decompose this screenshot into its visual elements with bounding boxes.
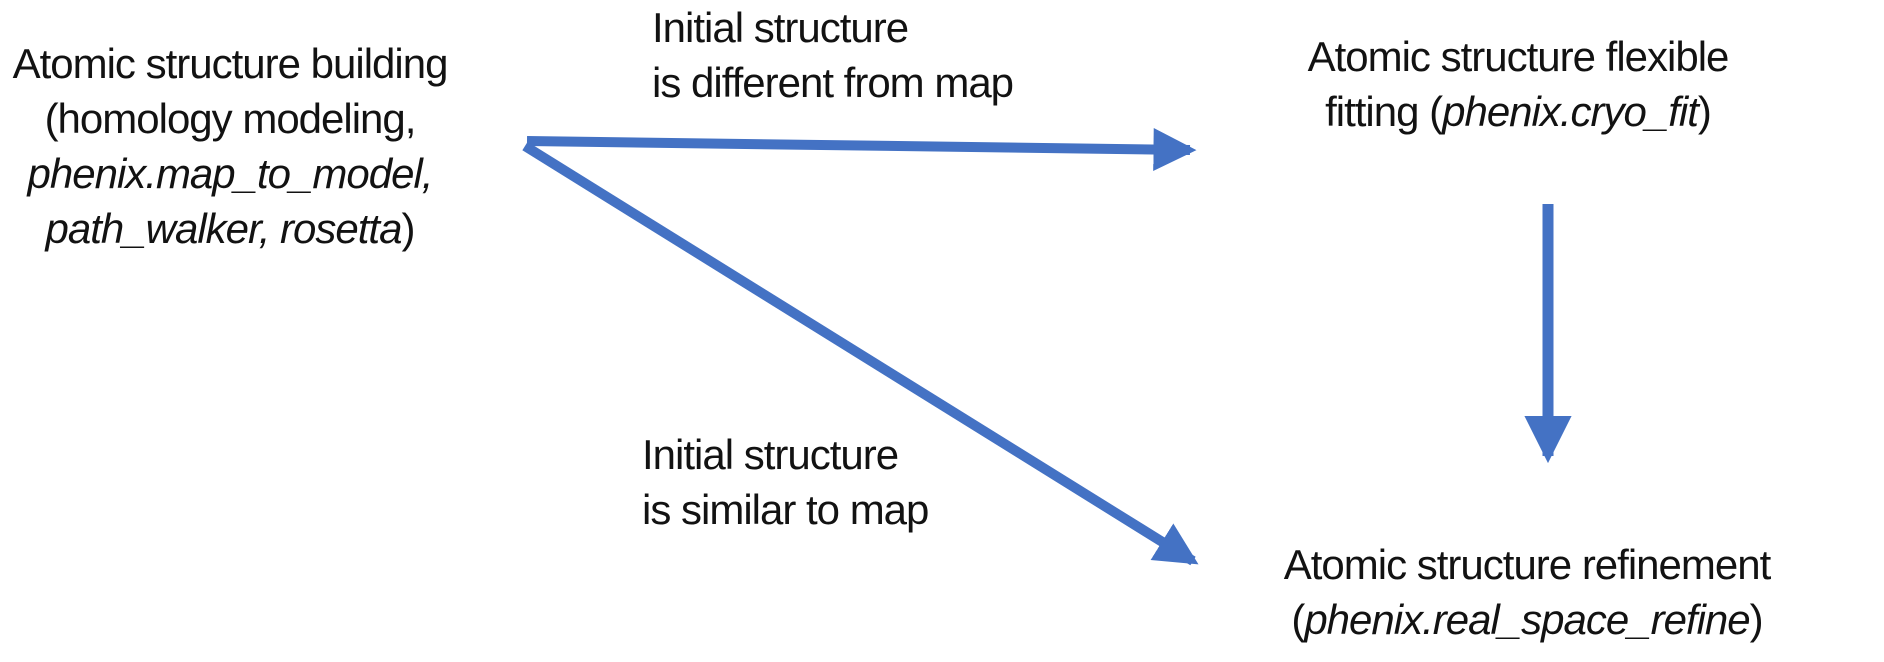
node-building-line-2: (homology modeling,: [44, 95, 417, 142]
node-refinement-line-2-post: ): [1749, 596, 1764, 643]
node-flexible-fitting-line-2: fitting (phenix.cryo_fit): [1268, 84, 1768, 139]
node-refinement-program: phenix.real_space_refine: [1304, 596, 1750, 643]
arrow-building-to-flexible-fitting: [526, 128, 1197, 172]
node-refinement-line-2-pre: (: [1291, 596, 1305, 643]
node-flexible-fitting-line-2-post: ): [1697, 88, 1712, 135]
node-flexible-fitting-program: phenix.cryo_fit: [1442, 88, 1699, 135]
node-atomic-structure-refinement: Atomic structure refinement (phenix.real…: [1277, 537, 1777, 647]
node-building-line-4-close-paren: ): [401, 205, 415, 252]
node-building-line-1: Atomic structure building: [12, 40, 449, 87]
edge-label-different-from-map: Initial structure is different from map: [652, 0, 1014, 110]
node-atomic-structure-building: Atomic structure building (homology mode…: [0, 36, 460, 256]
node-building-line-3: phenix.map_to_model,: [27, 150, 434, 197]
arrow-building-to-refinement: [522, 141, 1199, 566]
node-flexible-fitting-line-1: Atomic structure flexible: [1307, 33, 1730, 80]
node-building-line-4: path_walker, rosetta): [0, 201, 460, 256]
node-refinement-line-2: (phenix.real_space_refine): [1277, 592, 1777, 647]
edge-label-different-line-2: is different from map: [652, 59, 1014, 106]
node-refinement-line-1: Atomic structure refinement: [1283, 541, 1772, 588]
node-flexible-fitting-line-2-pre: fitting (: [1325, 88, 1443, 135]
edge-label-similar-to-map: Initial structure is similar to map: [642, 427, 929, 537]
edge-label-similar-line-1: Initial structure: [642, 431, 899, 478]
node-atomic-structure-flexible-fitting: Atomic structure flexible fitting (pheni…: [1268, 29, 1768, 139]
node-building-line-4-programs: path_walker, rosetta: [45, 205, 403, 252]
edge-label-different-line-1: Initial structure: [652, 4, 909, 51]
edge-label-similar-line-2: is similar to map: [642, 486, 929, 533]
